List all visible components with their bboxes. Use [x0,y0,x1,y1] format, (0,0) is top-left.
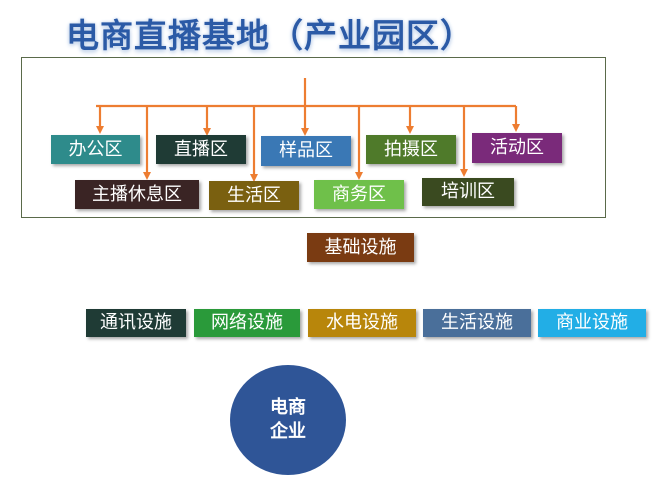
facility-living: 生活设施 [423,309,531,337]
zone-live: 直播区 [156,135,246,164]
foundation-box: 基础设施 [307,233,414,262]
facility-network: 网络设施 [194,309,300,337]
zone-shooting-label: 拍摄区 [384,138,438,160]
facility-communication: 通讯设施 [86,309,186,337]
zone-live-label: 直播区 [174,138,228,160]
facility-communication-label: 通讯设施 [100,312,172,333]
core-label-line1: 电商 [270,397,306,418]
zone-living-label: 生活区 [227,184,281,206]
page-title: 电商直播基地（产业园区） [66,16,474,55]
facility-commercial-label: 商业设施 [556,312,628,333]
zone-sample: 样品区 [261,136,351,166]
foundation-label: 基础设施 [324,236,397,258]
zone-business: 商务区 [314,180,404,209]
zone-shooting: 拍摄区 [366,135,456,164]
facility-living-label: 生活设施 [441,312,513,333]
zone-living: 生活区 [209,181,299,210]
facility-commercial: 商业设施 [538,309,646,337]
zone-frame [21,57,606,218]
facility-water-power-label: 水电设施 [326,312,398,333]
core-label-line2: 企业 [270,421,306,442]
zone-business-label: 商务区 [332,183,386,205]
zone-training: 培训区 [422,178,514,206]
zone-office-label: 办公区 [68,138,123,160]
ecommerce-enterprise-circle: 电商 企业 [230,365,346,475]
zone-anchor-rest-label: 主播休息区 [92,183,182,205]
zone-activity: 活动区 [472,133,562,163]
zone-sample-label: 样品区 [279,140,333,161]
zone-activity-label: 活动区 [490,137,544,158]
facility-network-label: 网络设施 [211,312,283,333]
zone-office: 办公区 [51,135,140,164]
facility-water-power: 水电设施 [308,309,416,337]
zone-anchor-rest: 主播休息区 [75,180,199,209]
zone-training-label: 培训区 [441,181,495,202]
